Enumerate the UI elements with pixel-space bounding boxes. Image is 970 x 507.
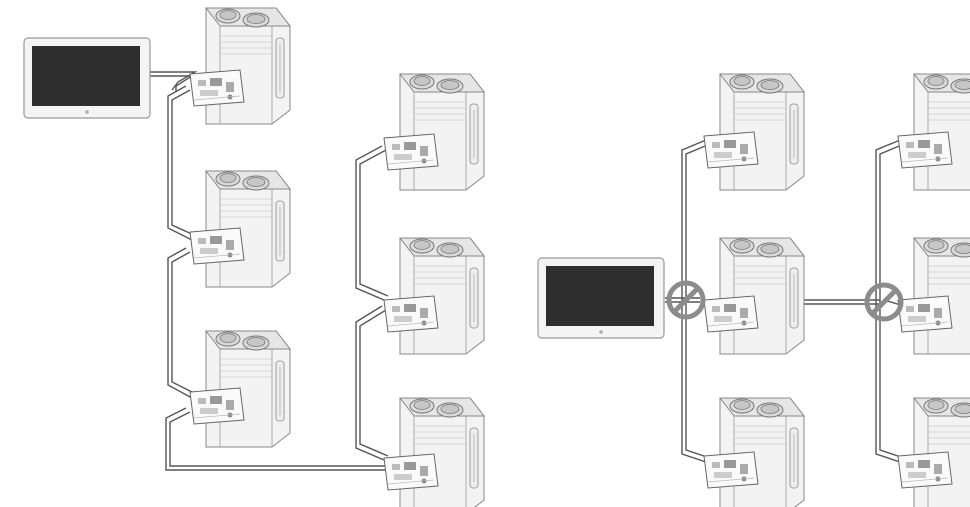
- left-diagram: [24, 8, 484, 507]
- outdoor-unit-icon: [720, 398, 804, 507]
- pcb-board-icon: [190, 228, 244, 264]
- pcb-board-icon: [384, 454, 438, 490]
- outdoor-unit-icon: [206, 331, 290, 447]
- prohibited-icon: [867, 285, 901, 319]
- pcb-board-icon: [704, 296, 758, 332]
- pcb-board-icon: [898, 296, 952, 332]
- outdoor-unit-icon: [720, 74, 804, 190]
- pcb-board-icon: [384, 296, 438, 332]
- controller-icon: [24, 38, 150, 118]
- controller-icon: [538, 258, 664, 338]
- outdoor-unit-icon: [206, 171, 290, 287]
- pcb-board-icon: [898, 452, 952, 488]
- pcb-board-icon: [704, 132, 758, 168]
- outdoor-unit-icon: [400, 398, 484, 507]
- right-diagram: [538, 74, 970, 507]
- pcb-board-icon: [704, 452, 758, 488]
- outdoor-unit-icon: [400, 74, 484, 190]
- outdoor-unit-icon: [400, 238, 484, 354]
- outdoor-unit-icon: [720, 238, 804, 354]
- pcb-board-icon: [190, 70, 244, 106]
- pcb-board-icon: [190, 388, 244, 424]
- pcb-board-icon: [384, 134, 438, 170]
- pcb-board-icon: [898, 132, 952, 168]
- outdoor-unit-icon: [206, 8, 290, 124]
